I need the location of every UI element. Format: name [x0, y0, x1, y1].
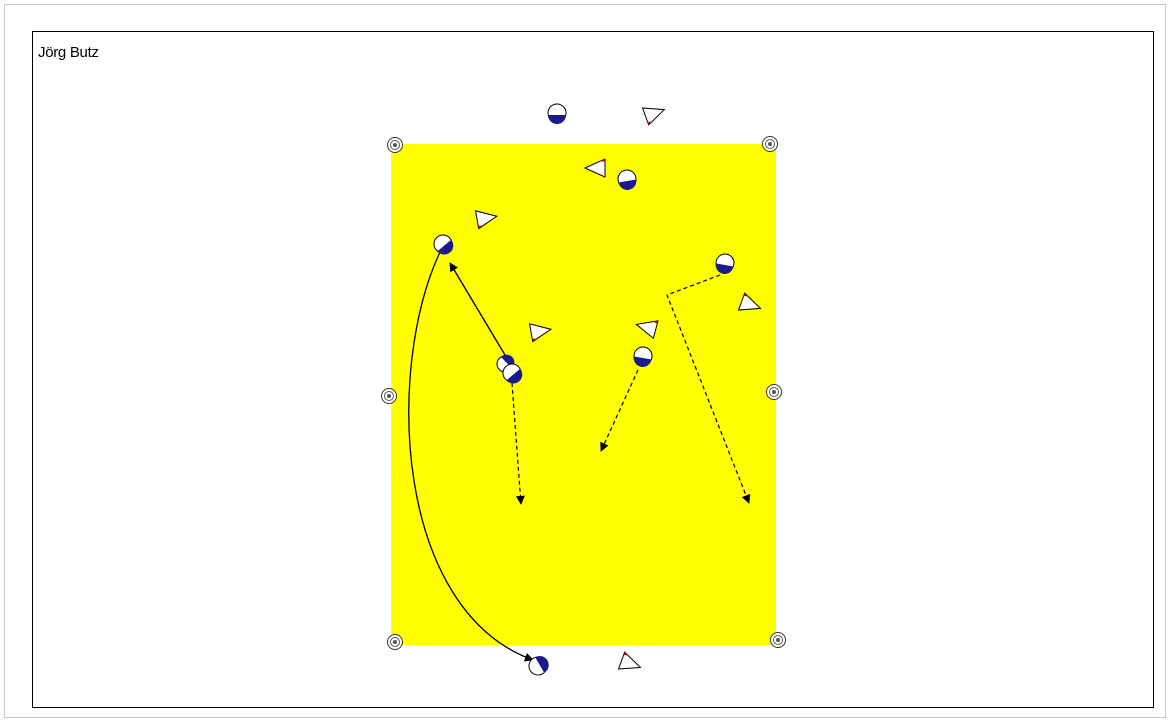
- opponent-token: [474, 210, 499, 230]
- author-label: Jörg Butz: [38, 44, 99, 61]
- player-token: [617, 169, 637, 190]
- player-token: [502, 363, 523, 384]
- opponent-token: [635, 320, 659, 340]
- opponent-token: [641, 107, 666, 126]
- curved-run-line: [408, 251, 534, 662]
- dashed-run-line: [511, 382, 525, 505]
- cone-marker-bottom-right: [770, 632, 786, 648]
- opponent-token: [737, 292, 762, 311]
- dashed-run-line: [666, 274, 751, 504]
- playing-field: [391, 144, 776, 645]
- player-token: [633, 346, 653, 367]
- cone-marker-top-left: [387, 137, 403, 153]
- cone-marker-top-right: [762, 136, 778, 152]
- player-token: [715, 253, 735, 274]
- cone-marker-mid-right: [766, 384, 782, 400]
- player-token: [547, 103, 567, 124]
- player-token: [433, 234, 454, 255]
- opponent-token: [617, 651, 642, 670]
- opponent-token: [528, 323, 553, 343]
- cone-marker-bottom-left: [387, 634, 403, 650]
- cone-marker-mid-left: [381, 388, 397, 404]
- pass-line: [449, 262, 506, 356]
- dashed-run-line: [600, 369, 639, 452]
- player-token: [528, 656, 549, 676]
- opponent-token: [583, 158, 606, 178]
